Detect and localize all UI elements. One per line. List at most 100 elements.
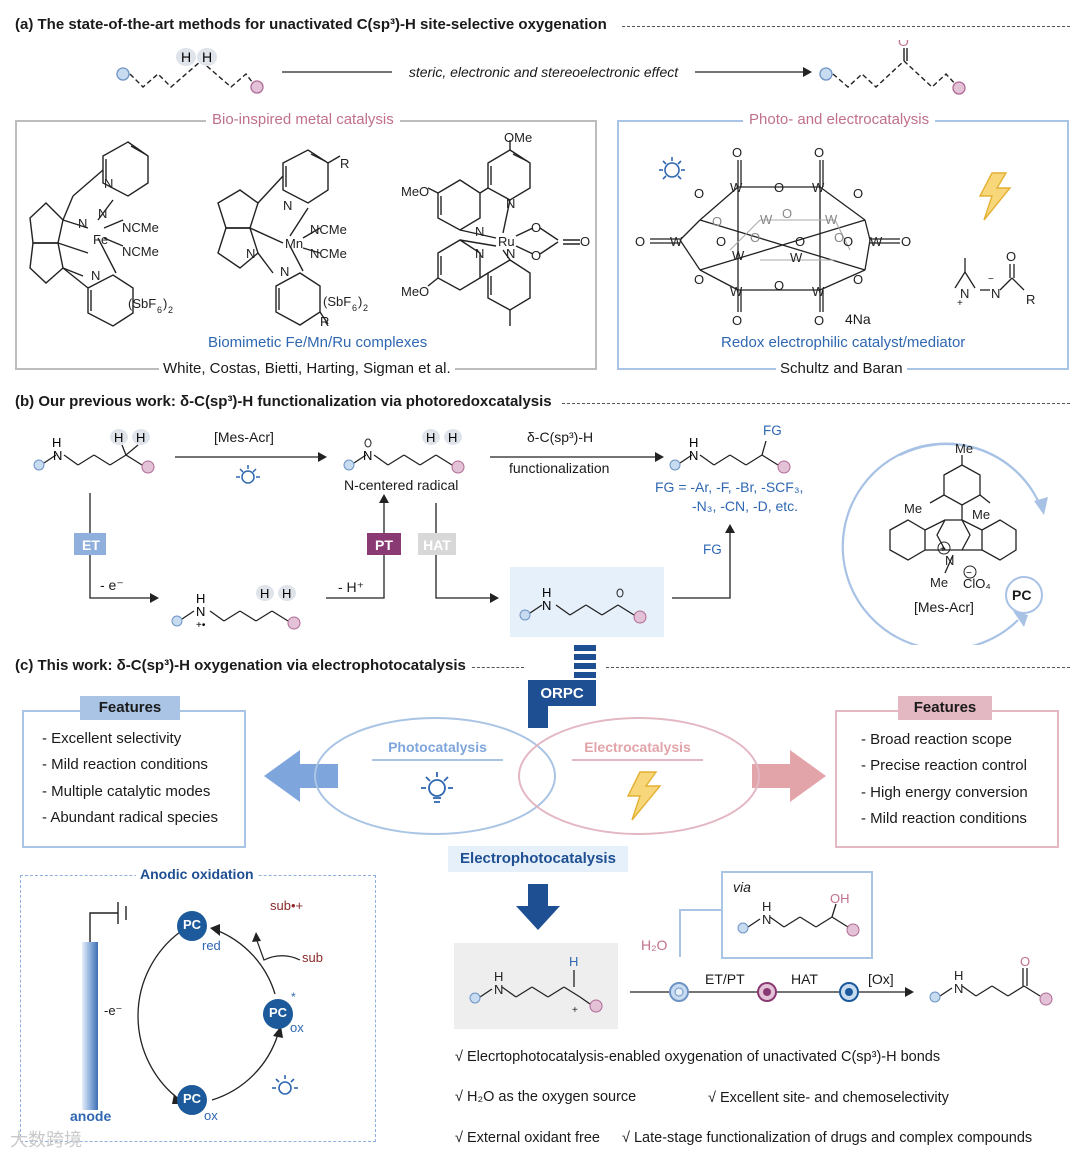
svg-text:6: 6 xyxy=(157,305,162,315)
svg-text:O: O xyxy=(531,220,541,235)
right-feature-4: - Mild reaction conditions xyxy=(861,810,1027,827)
svg-text:H: H xyxy=(282,586,291,601)
svg-text:O: O xyxy=(1006,249,1016,264)
svg-text:2: 2 xyxy=(363,303,368,313)
step-label-1: δ-C(sp³)-H xyxy=(527,429,594,445)
anode-electrode xyxy=(82,942,98,1110)
right-arrow-icon xyxy=(752,750,826,802)
svg-text:N: N xyxy=(98,206,107,221)
ox-step-label: [Ox] xyxy=(868,971,894,987)
svg-text:H: H xyxy=(52,435,61,450)
svg-text:W: W xyxy=(670,234,683,249)
right-features-tab xyxy=(898,696,992,720)
counterion-label: 4Na xyxy=(845,311,871,327)
svg-text:MeO: MeO xyxy=(401,284,429,299)
hat-label: HAT xyxy=(791,971,818,987)
svg-text:Me: Me xyxy=(930,575,948,590)
svg-text:H: H xyxy=(196,591,205,606)
svg-text:N: N xyxy=(991,286,1000,301)
svg-text:N: N xyxy=(689,448,698,463)
electrocatalysis-label: Electrocatalysis xyxy=(584,739,691,755)
n-radical-label: N-centered radical xyxy=(344,477,459,493)
svg-text:W: W xyxy=(730,180,743,195)
panel-a-divider xyxy=(622,26,1070,27)
svg-text:O: O xyxy=(750,230,760,245)
photo-electro-title: Photo- and electrocatalysis xyxy=(743,111,936,128)
svg-text:W: W xyxy=(730,284,743,299)
pc-ox-star-node: PC xyxy=(268,1005,288,1020)
svg-text:O: O xyxy=(531,248,541,263)
svg-text:+: + xyxy=(940,544,946,555)
svg-text:O: O xyxy=(834,230,844,245)
svg-text:O: O xyxy=(898,40,909,49)
left-feature-2: - Mild reaction conditions xyxy=(42,756,208,773)
svg-text:−: − xyxy=(966,568,972,579)
fg-substituent: FG xyxy=(763,423,782,438)
svg-text:O: O xyxy=(635,234,645,249)
svg-text:O: O xyxy=(901,234,911,249)
panel-c-header: (c) This work: δ-C(sp³)-H oxygenation vi… xyxy=(15,657,466,674)
watermark: 大数跨境 xyxy=(10,1130,82,1150)
svg-text:W: W xyxy=(732,248,745,263)
right-feature-3: - High energy conversion xyxy=(861,784,1028,801)
pc-cycle-label: PC xyxy=(1012,587,1032,603)
svg-text:O: O xyxy=(732,313,742,328)
svg-text:Mn: Mn xyxy=(285,236,303,251)
light-bulb-icon xyxy=(421,772,453,803)
svg-text:O: O xyxy=(853,272,863,287)
svg-text:Me: Me xyxy=(904,501,922,516)
ox-star-subscript: ox xyxy=(290,1020,304,1035)
svg-text:W: W xyxy=(790,250,803,265)
svg-text:H: H xyxy=(181,49,191,65)
photocatalysis-label: Photocatalysis xyxy=(388,739,487,755)
left-feature-3: - Multiple catalytic modes xyxy=(42,783,211,800)
anode-label: anode xyxy=(70,1108,112,1124)
svg-text:N: N xyxy=(945,553,954,568)
svg-text:N: N xyxy=(78,216,87,231)
svg-text:W: W xyxy=(760,212,773,227)
sub-radical-cation-label: sub•+ xyxy=(270,898,304,913)
bullet-water-source: √ H₂O as the oxygen source xyxy=(455,1089,637,1105)
svg-text:R: R xyxy=(340,156,349,171)
svg-text:): ) xyxy=(163,296,167,311)
bio-inspired-title: Bio-inspired metal catalysis xyxy=(206,111,400,128)
left-feature-4: - Abundant radical species xyxy=(42,809,218,826)
photo-electro-authors: Schultz and Baran xyxy=(776,360,907,377)
product-end-node xyxy=(952,81,966,95)
panel-c-divider-left xyxy=(472,667,524,668)
svg-text:O: O xyxy=(716,234,726,249)
chain-end-node xyxy=(250,80,264,94)
panel-b-header: (b) Our previous work: δ-C(sp³)-H functi… xyxy=(15,393,552,410)
svg-text:O: O xyxy=(712,214,722,229)
svg-text:H: H xyxy=(136,430,145,445)
bullet-oxygenation: √ Elecrtophotocatalysis-enabled oxygenat… xyxy=(455,1049,941,1065)
svg-text:N: N xyxy=(196,604,205,619)
et-badge: ET xyxy=(82,537,100,553)
svg-text:N: N xyxy=(506,196,515,211)
panel-c-divider-right xyxy=(606,667,1070,668)
catalyst-label: [Mes-Acr] xyxy=(214,429,274,445)
pt-badge: PT xyxy=(375,537,393,553)
svg-text:H: H xyxy=(762,899,771,914)
svg-text:N: N xyxy=(246,246,255,261)
svg-text:N: N xyxy=(53,448,62,463)
panel-a-reaction: H H O xyxy=(116,40,966,95)
svg-text:+: + xyxy=(957,298,963,309)
left-feature-1: - Excellent selectivity xyxy=(42,730,182,747)
svg-text:W: W xyxy=(812,284,825,299)
fg-arrow-label: FG xyxy=(703,542,722,557)
svg-text:N: N xyxy=(475,246,484,261)
catalysis-venn xyxy=(264,717,826,835)
svg-text:N: N xyxy=(954,981,963,996)
orpc-label: ORPC xyxy=(540,685,584,702)
svg-text:H: H xyxy=(542,585,551,600)
svg-text:N: N xyxy=(542,598,551,613)
svg-text:OMe: OMe xyxy=(504,130,532,145)
svg-text:NCMe: NCMe xyxy=(310,222,347,237)
product-start-node xyxy=(819,67,833,81)
svg-text:−: − xyxy=(988,274,994,285)
step-label-2: functionalization xyxy=(509,460,610,476)
svg-text:N: N xyxy=(91,268,100,283)
svg-text:O: O xyxy=(732,145,742,160)
